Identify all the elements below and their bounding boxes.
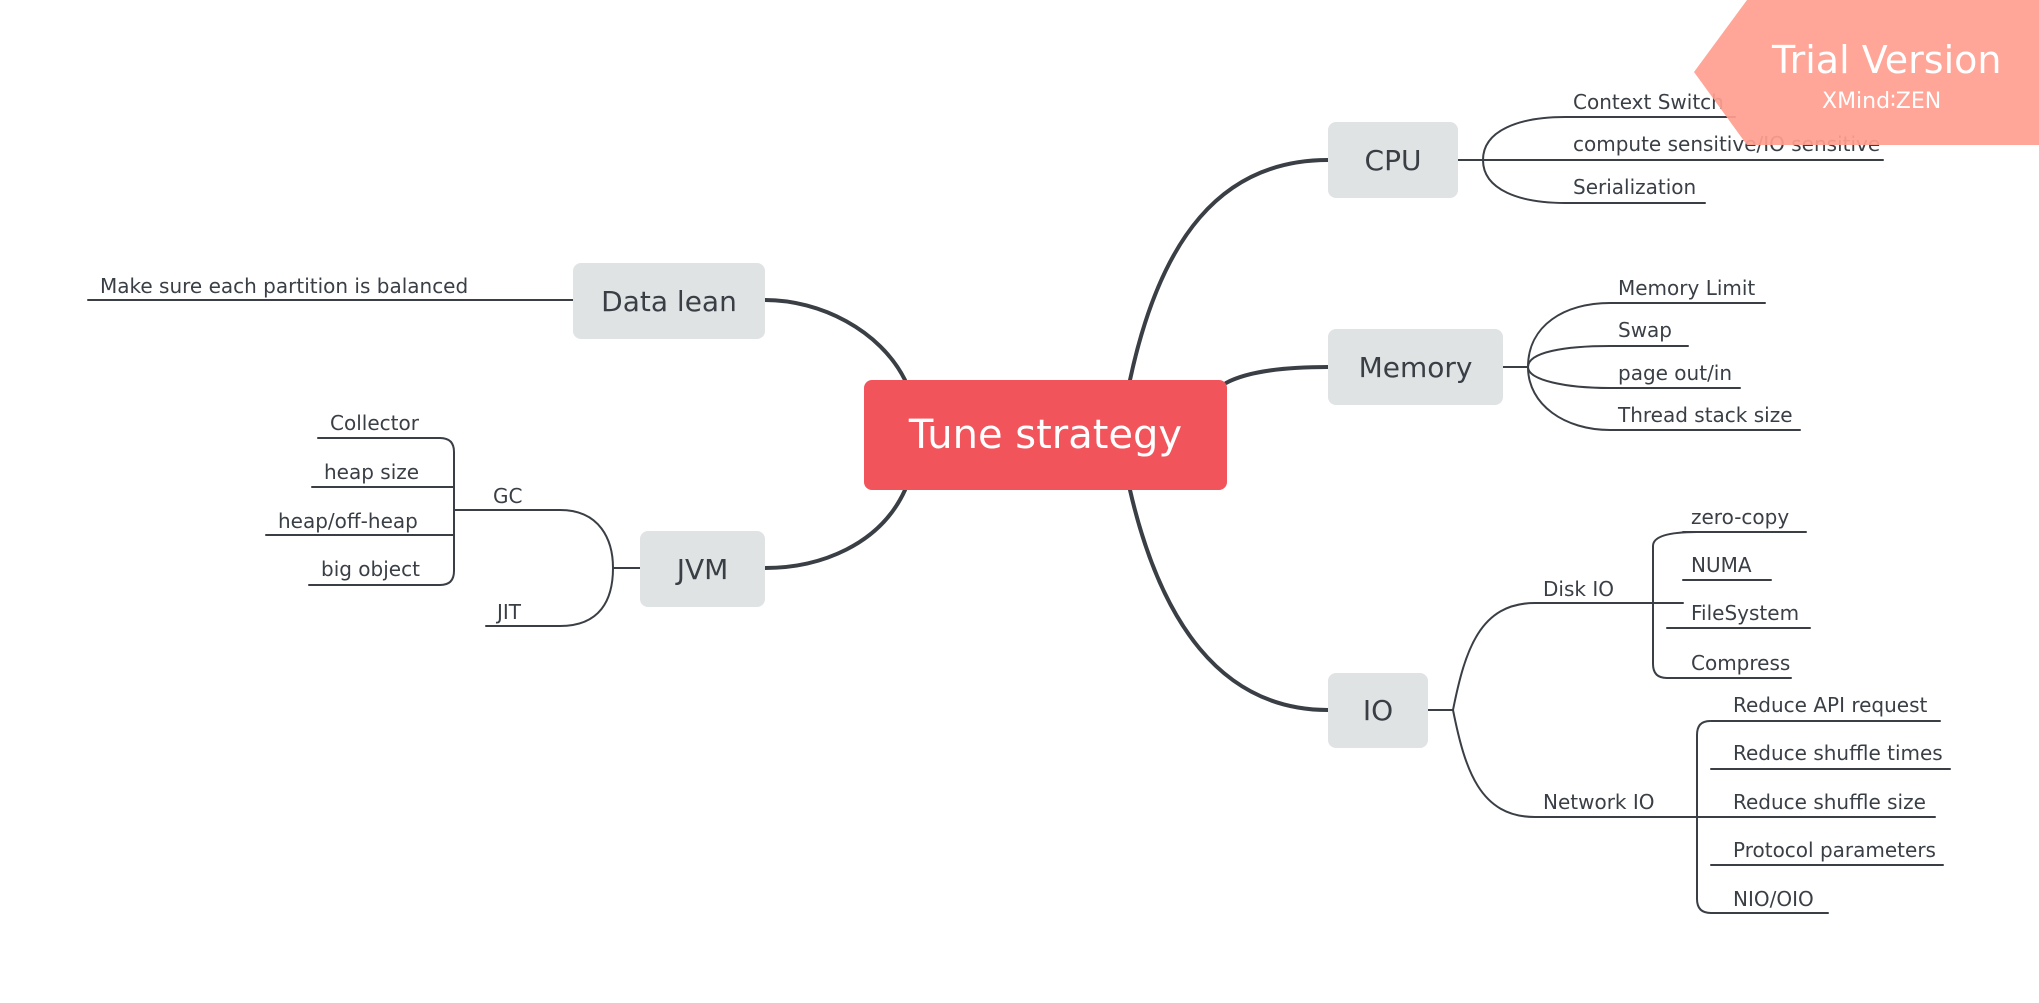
io-node-label: IO: [1362, 694, 1394, 727]
subtopic-reduce-shuffle-size[interactable]: Reduce shuffle size: [1733, 790, 1926, 814]
subtopic-context-switch[interactable]: Context Switch: [1573, 90, 1724, 114]
subtopic-heap-size[interactable]: heap size: [324, 460, 420, 484]
io-node[interactable]: IO: [1328, 673, 1428, 748]
subtopic-disk-io[interactable]: Disk IO: [1543, 577, 1614, 601]
memory-node[interactable]: Memory: [1328, 329, 1503, 405]
subtopic-compress[interactable]: Compress: [1691, 651, 1791, 675]
cpu-node-label: CPU: [1364, 143, 1422, 177]
data-lean-node-label: Data lean: [601, 284, 737, 318]
subtopic-network-io[interactable]: Network IO: [1543, 790, 1655, 814]
root-topic-label: Tune strategy: [908, 412, 1183, 458]
subtopic-page-out-in[interactable]: page out/in: [1618, 361, 1733, 385]
subtopic-gc[interactable]: GC: [493, 484, 523, 508]
cpu-node[interactable]: CPU: [1328, 122, 1458, 198]
subtopic-nio-oio[interactable]: NIO/OIO: [1733, 887, 1814, 911]
subtopic-reduce-shuffle-times[interactable]: Reduce shuffle times: [1733, 741, 1943, 765]
data-lean-node[interactable]: Data lean: [573, 263, 765, 339]
subtopic-partition-balanced[interactable]: Make sure each partition is balanced: [100, 274, 469, 298]
memory-node-label: Memory: [1358, 350, 1473, 384]
subtopic-numa[interactable]: NUMA: [1691, 553, 1752, 577]
subtopic-zero-copy[interactable]: zero-copy: [1691, 505, 1790, 529]
subtopic-filesystem[interactable]: FileSystem: [1691, 601, 1800, 625]
subtopic-swap[interactable]: Swap: [1618, 318, 1673, 342]
root-topic[interactable]: Tune strategy: [864, 380, 1227, 490]
subtopic-memory-limit[interactable]: Memory Limit: [1618, 276, 1756, 300]
jvm-node-label: JVM: [676, 552, 729, 586]
subtopic-thread-stack-size[interactable]: Thread stack size: [1618, 403, 1793, 427]
subtopic-protocol-parameters[interactable]: Protocol parameters: [1733, 838, 1936, 862]
jvm-node[interactable]: JVM: [640, 531, 765, 607]
subtopic-collector[interactable]: Collector: [330, 411, 419, 435]
subtopic-big-object[interactable]: big object: [321, 557, 420, 581]
subtopic-jit[interactable]: JIT: [497, 600, 522, 624]
subtopic-heap-off-heap[interactable]: heap/off-heap: [278, 509, 418, 533]
subtopic-reduce-api-request[interactable]: Reduce API request: [1733, 693, 1928, 717]
subtopic-compute-sensitive[interactable]: compute sensitive/IO sensitive: [1573, 132, 1881, 156]
subtopic-serialization[interactable]: Serialization: [1573, 175, 1697, 199]
